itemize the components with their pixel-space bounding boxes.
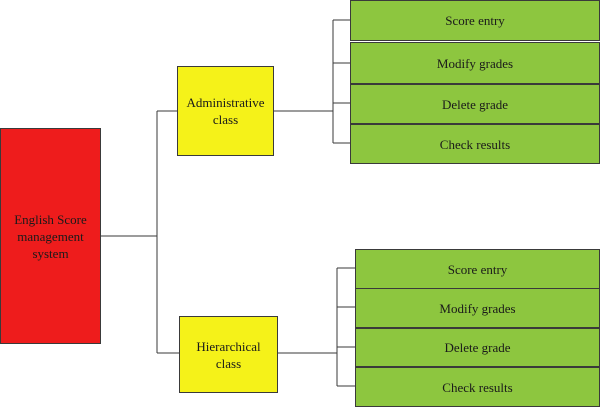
leaf-label: Score entry	[445, 13, 505, 28]
branch-label: Administrative class	[186, 95, 265, 127]
leaf-node: Delete grade	[350, 84, 600, 124]
leaf-label: Delete grade	[441, 96, 509, 112]
leaf-label: Check results	[442, 379, 513, 395]
branch-node-hierarchical: Hierarchical class	[179, 316, 278, 393]
root-node: English Score management system	[0, 128, 101, 344]
leaf-node: Modify grades	[355, 288, 600, 328]
leaf-node: Score entry	[355, 249, 600, 289]
leaf-label: Modify grades	[439, 300, 516, 316]
leaf-node: Check results	[350, 124, 600, 164]
branch-label: Hierarchical class	[196, 338, 261, 371]
leaf-node: Check results	[355, 367, 600, 407]
root-label: English Score management system	[14, 211, 87, 261]
leaf-node: Modify grades	[350, 42, 600, 84]
branch-node-administrative: Administrative class	[177, 66, 274, 156]
leaf-node: Delete grade	[355, 328, 600, 367]
leaf-node: Score entry	[350, 0, 600, 41]
leaf-label: Check results	[439, 136, 511, 152]
leaf-label: Score entry	[447, 261, 508, 277]
leaf-label: Modify grades	[436, 55, 514, 71]
leaf-label: Delete grade	[444, 340, 511, 355]
